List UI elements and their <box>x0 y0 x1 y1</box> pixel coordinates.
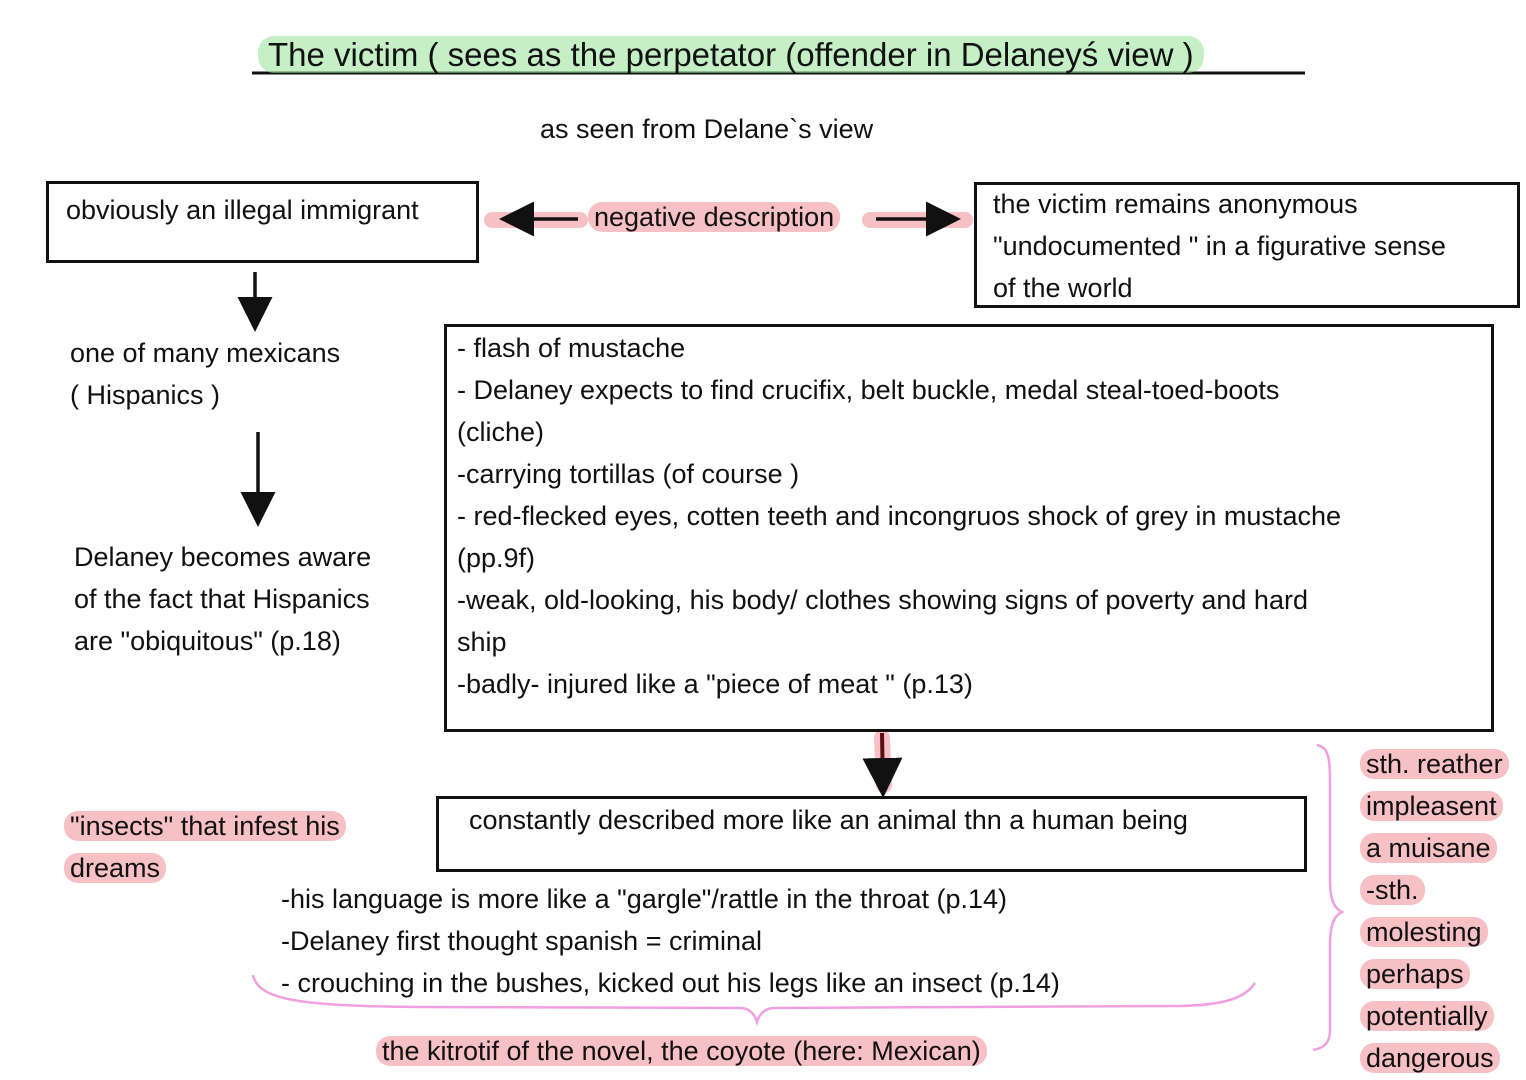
negative-description-text: negative description <box>588 202 841 232</box>
mexicans-line: one of many mexicans <box>70 338 341 368</box>
details-list: - flash of mustache - Delaney expects to… <box>457 327 1341 705</box>
side-word: potentially <box>1360 1001 1494 1031</box>
detail-line: ship <box>457 627 507 657</box>
side-word-wrap: potentially <box>1360 995 1509 1037</box>
insects-line: dreams <box>64 853 167 883</box>
anonymous-line: the victim remains anonymous <box>993 189 1358 219</box>
page-title: The victim ( sees as the perpetator (off… <box>258 34 1204 76</box>
anonymous-line: of the world <box>993 273 1133 303</box>
side-word: a muisane <box>1360 833 1497 863</box>
box-animal-text: constantly described more like an animal… <box>469 805 1188 835</box>
side-word: -sth. <box>1360 875 1425 905</box>
aware-line: are "obiquitous" (p.18) <box>74 626 341 656</box>
right-brace <box>1312 743 1345 1052</box>
side-word: sth. reather <box>1360 749 1509 779</box>
side-word-wrap: dangerous <box>1360 1037 1509 1079</box>
box-illegal-text: obviously an illegal immigrant <box>66 195 419 225</box>
box-illegal-immigrant: obviously an illegal immigrant <box>46 181 479 263</box>
animal-point: -his language is more like a "gargle"/ra… <box>281 884 1008 914</box>
side-word-wrap: molesting <box>1360 911 1509 953</box>
insects-text: "insects" that infest his dreams <box>64 805 346 889</box>
detail-line: -badly- injured like a "piece of meat " … <box>457 669 973 699</box>
mexicans-text: one of many mexicans ( Hispanics ) <box>70 332 340 416</box>
aware-line: of the fact that Hispanics <box>74 584 370 614</box>
anonymous-line: "undocumented " in a figurative sense <box>993 231 1446 261</box>
detail-line: (cliche) <box>457 417 545 447</box>
side-word-wrap: -sth. <box>1360 869 1509 911</box>
side-word: molesting <box>1360 917 1488 947</box>
side-word-wrap: perhaps <box>1360 953 1509 995</box>
side-word-wrap: sth. reather <box>1360 743 1509 785</box>
side-word-wrap: a muisane <box>1360 827 1509 869</box>
box-anonymous: the victim remains anonymous "undocument… <box>974 182 1520 308</box>
side-word: dangerous <box>1360 1043 1500 1073</box>
coyote-text: the kitrotif of the novel, the coyote (h… <box>376 1030 987 1072</box>
detail-line: -carrying tortillas (of course ) <box>457 459 800 489</box>
side-word: impleasent <box>1360 791 1503 821</box>
insects-line-1: "insects" that infest his <box>64 805 346 847</box>
detail-line: - Delaney expects to find crucifix, belt… <box>457 375 1280 405</box>
subtitle: as seen from Delane`s view <box>540 114 874 144</box>
title-text: The victim ( sees as the perpetator (off… <box>258 36 1204 73</box>
detail-line: - flash of mustache <box>457 333 686 363</box>
coyote-highlight: the kitrotif of the novel, the coyote (h… <box>376 1036 987 1066</box>
box-details: - flash of mustache - Delaney expects to… <box>444 324 1494 732</box>
side-words: sth. reather impleasent a muisane -sth. … <box>1360 743 1509 1079</box>
bottom-brace <box>251 974 1257 1027</box>
box-animal: constantly described more like an animal… <box>436 796 1307 872</box>
detail-line: (pp.9f) <box>457 543 536 573</box>
aware-text: Delaney becomes aware of the fact that H… <box>74 536 371 662</box>
animal-point: -Delaney first thought spanish = crimina… <box>281 926 762 956</box>
negative-description: negative description <box>588 196 841 238</box>
box-anonymous-text: the victim remains anonymous "undocument… <box>993 183 1446 309</box>
animal-points: -his language is more like a "gargle"/ra… <box>281 878 1060 1004</box>
side-word: perhaps <box>1360 959 1470 989</box>
detail-line: - red-flecked eyes, cotten teeth and inc… <box>457 501 1341 531</box>
insects-line: "insects" that infest his <box>64 811 346 841</box>
aware-line: Delaney becomes aware <box>74 542 372 572</box>
arrow-details-to-animal <box>862 732 903 798</box>
detail-line: -weak, old-looking, his body/ clothes sh… <box>457 585 1308 615</box>
animal-point: - crouching in the bushes, kicked out hi… <box>281 968 1060 998</box>
mexicans-line: ( Hispanics ) <box>70 380 221 410</box>
side-word-wrap: impleasent <box>1360 785 1509 827</box>
insects-line-2: dreams <box>64 847 346 889</box>
